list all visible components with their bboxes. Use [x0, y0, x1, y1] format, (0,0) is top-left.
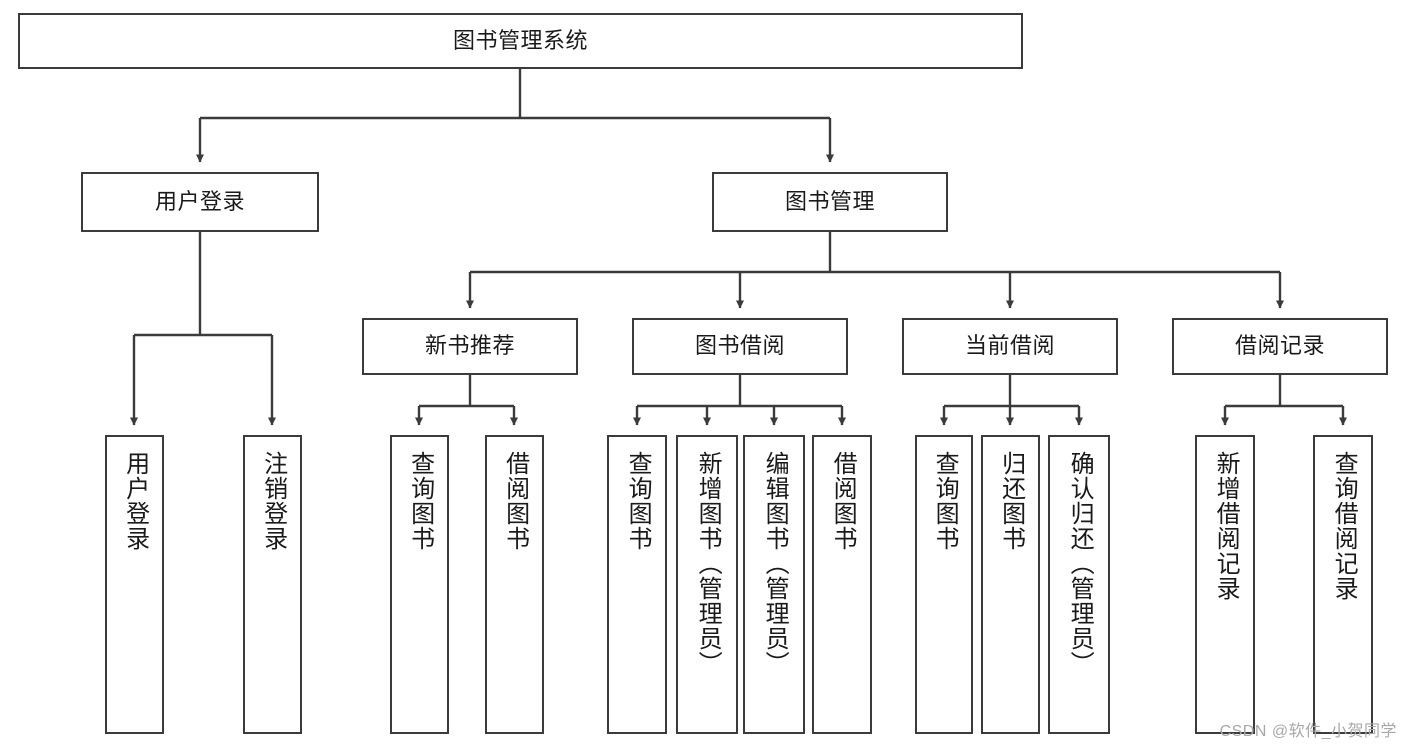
connector-borrowrecord-to-leaves — [1221, 375, 1347, 426]
node-leaf-query-book-cur-label: 查询图书 — [931, 451, 959, 551]
connector-userlogin-to-leaves — [130, 232, 276, 426]
connector-bookmanage-to-level3 — [466, 232, 1284, 309]
node-book-manage[interactable]: 图书管理 — [712, 172, 948, 232]
node-new-book-recommend[interactable]: 新书推荐 — [362, 318, 578, 375]
node-user-login[interactable]: 用户登录 — [81, 172, 319, 232]
node-new-book-recommend-label: 新书推荐 — [424, 333, 515, 359]
node-leaf-user-login-label: 用户登录 — [121, 451, 149, 551]
node-leaf-query-book-cur[interactable]: 查询图书 — [915, 435, 973, 734]
node-leaf-query-book-rec[interactable]: 查询图书 — [390, 435, 449, 734]
node-leaf-edit-book-label: 编辑图书（管理员） — [761, 451, 789, 676]
connector-newbook-to-leaves — [415, 375, 518, 426]
node-leaf-edit-book[interactable]: 编辑图书（管理员） — [743, 435, 805, 734]
node-leaf-add-book-label: 新增图书（管理员） — [694, 451, 722, 676]
node-borrow-record[interactable]: 借阅记录 — [1172, 318, 1388, 375]
node-root[interactable]: 图书管理系统 — [18, 13, 1023, 69]
node-book-borrow-label: 图书借阅 — [694, 333, 785, 359]
node-leaf-borrow-book[interactable]: 借阅图书 — [812, 435, 872, 734]
node-leaf-query-book-borrow-label: 查询图书 — [624, 451, 652, 551]
node-borrow-record-label: 借阅记录 — [1234, 333, 1325, 359]
node-leaf-borrow-book-label: 借阅图书 — [829, 451, 857, 551]
node-leaf-return-book-label: 归还图书 — [997, 451, 1025, 551]
node-leaf-borrow-book-rec[interactable]: 借阅图书 — [485, 435, 544, 734]
node-leaf-confirm-return-label: 确认归还（管理员） — [1066, 451, 1094, 676]
node-leaf-query-book-rec-label: 查询图书 — [406, 451, 434, 551]
node-leaf-return-book[interactable]: 归还图书 — [981, 435, 1040, 734]
node-leaf-query-record-label: 查询借阅记录 — [1330, 451, 1358, 601]
node-leaf-query-record[interactable]: 查询借阅记录 — [1313, 435, 1373, 734]
node-leaf-user-logout-label: 注销登录 — [259, 451, 287, 551]
connector-root-to-level2 — [196, 69, 834, 163]
node-current-borrow-label: 当前借阅 — [964, 333, 1055, 359]
node-user-login-label: 用户登录 — [154, 188, 245, 214]
node-leaf-add-record[interactable]: 新增借阅记录 — [1195, 435, 1255, 734]
node-leaf-borrow-book-rec-label: 借阅图书 — [501, 451, 529, 551]
node-leaf-add-book[interactable]: 新增图书（管理员） — [676, 435, 738, 734]
node-book-manage-label: 图书管理 — [784, 188, 875, 214]
node-leaf-user-login[interactable]: 用户登录 — [105, 435, 164, 734]
connector-bookborrow-to-leaves — [633, 375, 846, 426]
node-current-borrow[interactable]: 当前借阅 — [902, 318, 1118, 375]
node-book-borrow[interactable]: 图书借阅 — [632, 318, 848, 375]
node-root-label: 图书管理系统 — [452, 27, 588, 53]
connector-currentborrow-to-leaves — [940, 375, 1083, 426]
node-leaf-user-logout[interactable]: 注销登录 — [243, 435, 302, 734]
node-leaf-query-book-borrow[interactable]: 查询图书 — [607, 435, 667, 734]
node-leaf-add-record-label: 新增借阅记录 — [1212, 451, 1240, 601]
node-leaf-confirm-return[interactable]: 确认归还（管理员） — [1048, 435, 1110, 734]
